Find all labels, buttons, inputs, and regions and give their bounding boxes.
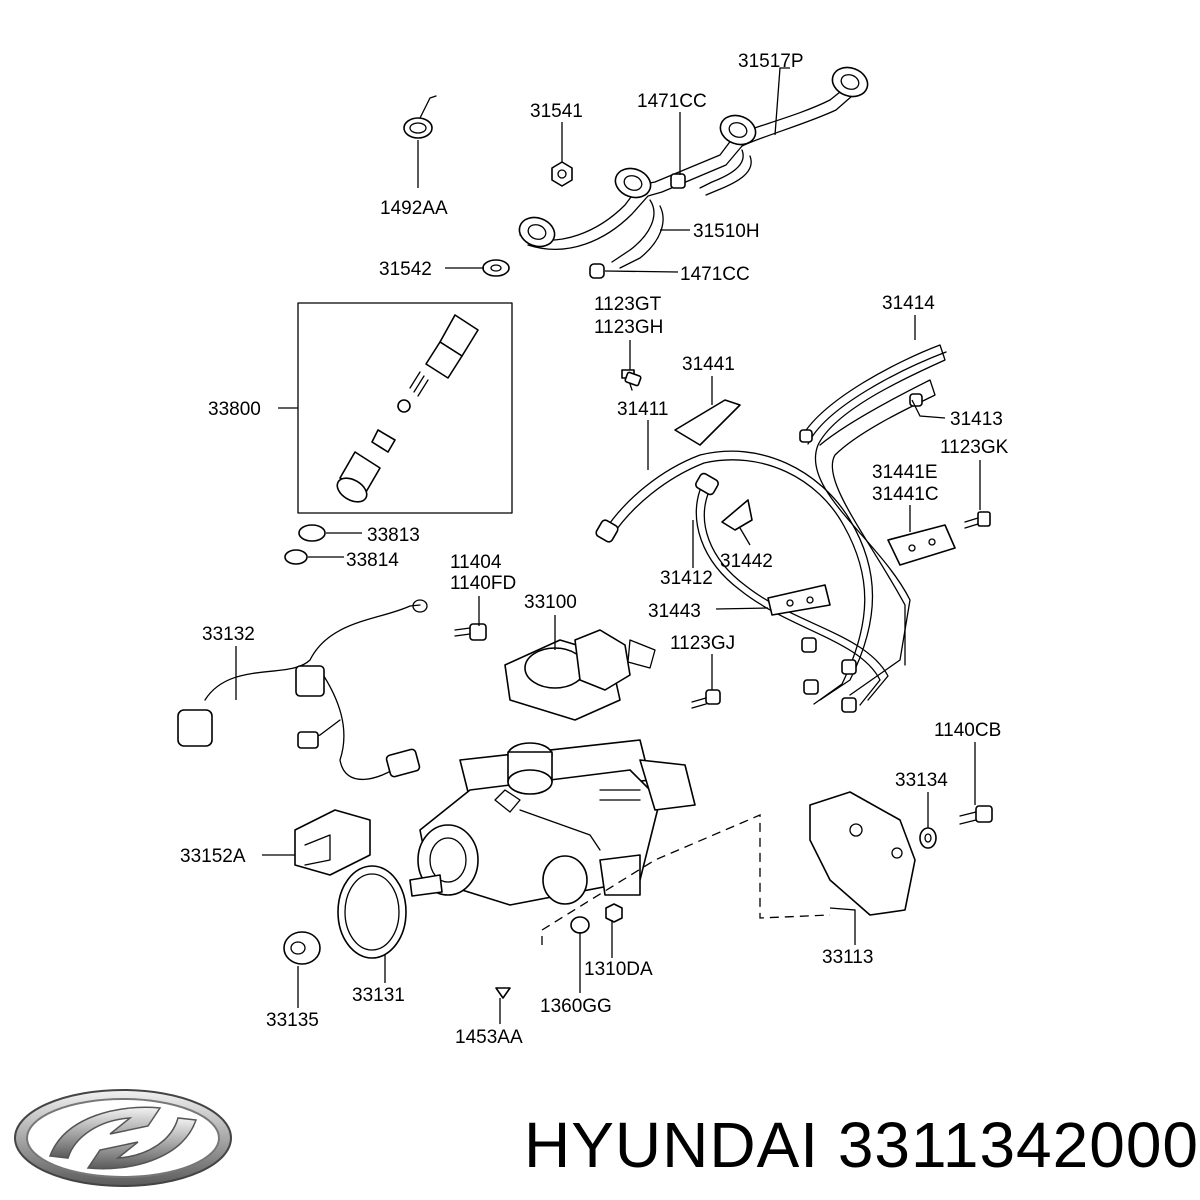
injector-nozzle-33800-part <box>297 302 513 514</box>
bolt-1140CB-part <box>959 805 993 825</box>
callout-31443: 31443 <box>648 601 701 622</box>
callout-33135: 33135 <box>266 1010 319 1031</box>
leader-lines <box>235 67 981 1024</box>
hose-clamp-1492AA-part <box>403 95 437 139</box>
callout-1123GK: 1123GK <box>940 437 1009 458</box>
callout-labels: 31517P 31541 1471CC 1492AA 31510H 31542 … <box>180 51 1009 1048</box>
callout-31517P: 31517P <box>738 51 804 72</box>
washer-33134-part <box>919 827 937 849</box>
hyundai-logo-icon <box>14 1089 232 1187</box>
callout-31441: 31441 <box>682 354 735 375</box>
callout-1310DA: 1310DA <box>584 959 653 980</box>
bracket-31441E-part <box>887 524 956 566</box>
callout-1123GH: 1123GH <box>594 317 663 338</box>
callout-33800: 33800 <box>208 399 261 420</box>
assembly-dashed-line <box>541 814 831 945</box>
callout-31441E: 31441E <box>872 462 938 483</box>
washer-31542-part <box>482 259 510 277</box>
callout-1140FD: 1140FD <box>450 573 516 594</box>
callout-33100: 33100 <box>524 592 577 613</box>
bracket-31443-part <box>767 584 831 616</box>
brand-part-number-title: HYUNDAI 3311342000 <box>524 1108 1199 1182</box>
gasket-33131-part <box>337 865 407 959</box>
callout-1471CC-bottom: 1471CC <box>680 264 750 285</box>
o-ring-33814-part <box>284 549 308 565</box>
callout-31411: 31411 <box>617 399 668 420</box>
nut-33135-part <box>283 931 321 965</box>
callout-1492AA: 1492AA <box>380 198 448 219</box>
cover-plate-33113-part <box>809 791 916 916</box>
part-number: 3311342000 <box>837 1109 1199 1181</box>
callout-33813: 33813 <box>367 525 420 546</box>
nut-1310DA-part <box>605 903 623 923</box>
wiring-harness-33132-part <box>177 599 428 781</box>
callout-31413: 31413 <box>950 409 1003 430</box>
injection-pipes-part <box>595 344 947 713</box>
callout-1360GG: 1360GG <box>540 996 612 1017</box>
callout-1453AA: 1453AA <box>455 1027 523 1048</box>
callout-33132: 33132 <box>202 624 255 645</box>
injection-pump-33100-part <box>409 629 696 906</box>
callout-31510H: 31510H <box>693 221 760 242</box>
callout-31541: 31541 <box>530 101 583 122</box>
callout-33131: 33131 <box>352 985 405 1006</box>
callout-1123GJ: 1123GJ <box>670 633 735 654</box>
callout-31442: 31442 <box>720 551 773 572</box>
clamp-31441-part <box>674 399 741 446</box>
washer-1360GG-part <box>570 916 590 934</box>
callout-1471CC-top: 1471CC <box>637 91 707 112</box>
o-ring-33813-part <box>298 524 326 542</box>
callout-11404: 11404 <box>450 552 502 573</box>
callout-33113: 33113 <box>822 947 873 968</box>
bolt-1123GK-part <box>964 511 991 529</box>
callout-33814: 33814 <box>346 550 399 571</box>
callout-1123GT: 1123GT <box>594 294 662 315</box>
clamp-31442-part <box>721 499 753 531</box>
bracket-33152A-part <box>294 809 371 876</box>
callout-31441C: 31441C <box>872 484 939 505</box>
fuel-return-pipe-part <box>518 66 869 269</box>
bolt-1123GT-part <box>621 369 642 391</box>
clip-1471CC-part <box>589 263 605 279</box>
callout-33134: 33134 <box>895 770 948 791</box>
key-1453AA-part <box>495 987 511 999</box>
callout-31542: 31542 <box>379 259 432 280</box>
callout-33152A: 33152A <box>180 846 246 867</box>
callout-1140CB: 1140CB <box>934 720 1001 741</box>
callout-31412: 31412 <box>660 568 713 589</box>
nut-31541-part <box>551 161 573 187</box>
brand-name: HYUNDAI <box>524 1109 820 1181</box>
callout-31414: 31414 <box>882 293 935 314</box>
bolt-1123GJ-part <box>691 689 721 709</box>
bolt-11404-part <box>454 623 487 641</box>
